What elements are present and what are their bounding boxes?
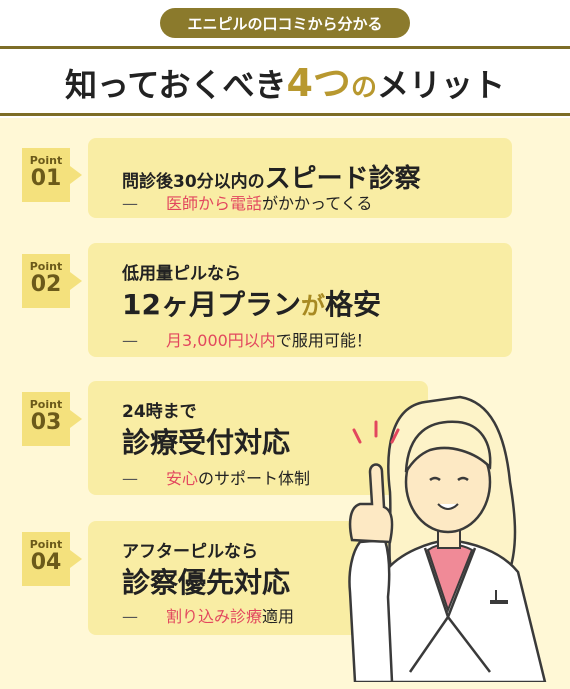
point-badge-02: Point 02 bbox=[22, 254, 82, 308]
point-sub: — 安心のサポート体制 bbox=[122, 465, 310, 489]
point-big-text-2: 格安 bbox=[324, 288, 381, 321]
point-big-text: 12ヶ月プラン bbox=[122, 288, 301, 321]
title-pre: 知っておくべき bbox=[65, 66, 287, 104]
point-card-04: アフターピルなら 診察優先対応 — 割り込み診療適用 bbox=[88, 521, 388, 635]
doctor-illustration bbox=[348, 395, 547, 682]
point-big-text: スピード診察 bbox=[264, 164, 421, 194]
sub-text: がかかってくる bbox=[262, 194, 373, 213]
highlight-text: 医師から電話 bbox=[166, 194, 263, 213]
dash: — bbox=[122, 331, 138, 350]
sub-text: のサポート体制 bbox=[198, 469, 311, 488]
point-label: Point bbox=[29, 398, 63, 411]
point-label: Point bbox=[29, 154, 63, 167]
highlight-text: 割り込み診療 bbox=[166, 607, 263, 626]
point-lead: 24時まで bbox=[122, 402, 197, 422]
point-label: Point bbox=[29, 538, 63, 551]
point-number: 03 bbox=[30, 410, 62, 435]
dash: — bbox=[122, 607, 138, 626]
point-badge-01: Point 01 bbox=[22, 148, 82, 202]
point-lead-text: 問診後30分以内の bbox=[122, 172, 265, 192]
highlight-text: 月3,000円以内 bbox=[166, 331, 276, 350]
sub-text: で服用可能！ bbox=[275, 331, 372, 350]
divider-top bbox=[0, 46, 570, 49]
dash: — bbox=[122, 469, 138, 488]
point-number: 02 bbox=[30, 272, 62, 297]
point-label: Point bbox=[29, 260, 63, 273]
sub-text: 適用 bbox=[262, 607, 295, 626]
point-big: 診察優先対応 bbox=[122, 566, 291, 599]
point-lead: 問診後30分以内のスピード診察 bbox=[122, 158, 421, 195]
point-big: 12ヶ月プランが格安 bbox=[122, 283, 381, 323]
title-no: の bbox=[350, 73, 377, 103]
point-number: 04 bbox=[30, 550, 62, 575]
point-card-02: 低用量ピルなら 12ヶ月プランが格安 — 月3,000円以内で服用可能！ bbox=[88, 243, 512, 357]
point-card-01: 問診後30分以内のスピード診察 — 医師から電話がかかってくる bbox=[88, 138, 512, 218]
point-lead: アフターピルなら bbox=[122, 542, 258, 562]
point-sub: — 医師から電話がかかってくる bbox=[122, 190, 372, 214]
point-badge-03: Point 03 bbox=[22, 392, 82, 446]
point-badge-04: Point 04 bbox=[22, 532, 82, 586]
title-num: 4つ bbox=[286, 61, 351, 105]
point-sub: — 割り込み診療適用 bbox=[122, 603, 294, 627]
point-sub: — 月3,000円以内で服用可能！ bbox=[122, 327, 372, 351]
divider-bottom bbox=[0, 113, 570, 116]
point-big: 診療受付対応 bbox=[122, 426, 291, 459]
title-post: メリット bbox=[376, 66, 505, 104]
point-number: 01 bbox=[30, 166, 62, 191]
page-title: 知っておくべき4つのメリット bbox=[0, 56, 570, 110]
highlight-text: 安心 bbox=[166, 469, 199, 488]
header-tag: エニピルの口コミから分かる bbox=[160, 8, 410, 38]
point-lead: 低用量ピルなら bbox=[122, 264, 241, 284]
point-big-em: が bbox=[300, 292, 325, 320]
header-area: エニピルの口コミから分かる 知っておくべき4つのメリット bbox=[0, 0, 570, 118]
dash: — bbox=[122, 194, 138, 213]
